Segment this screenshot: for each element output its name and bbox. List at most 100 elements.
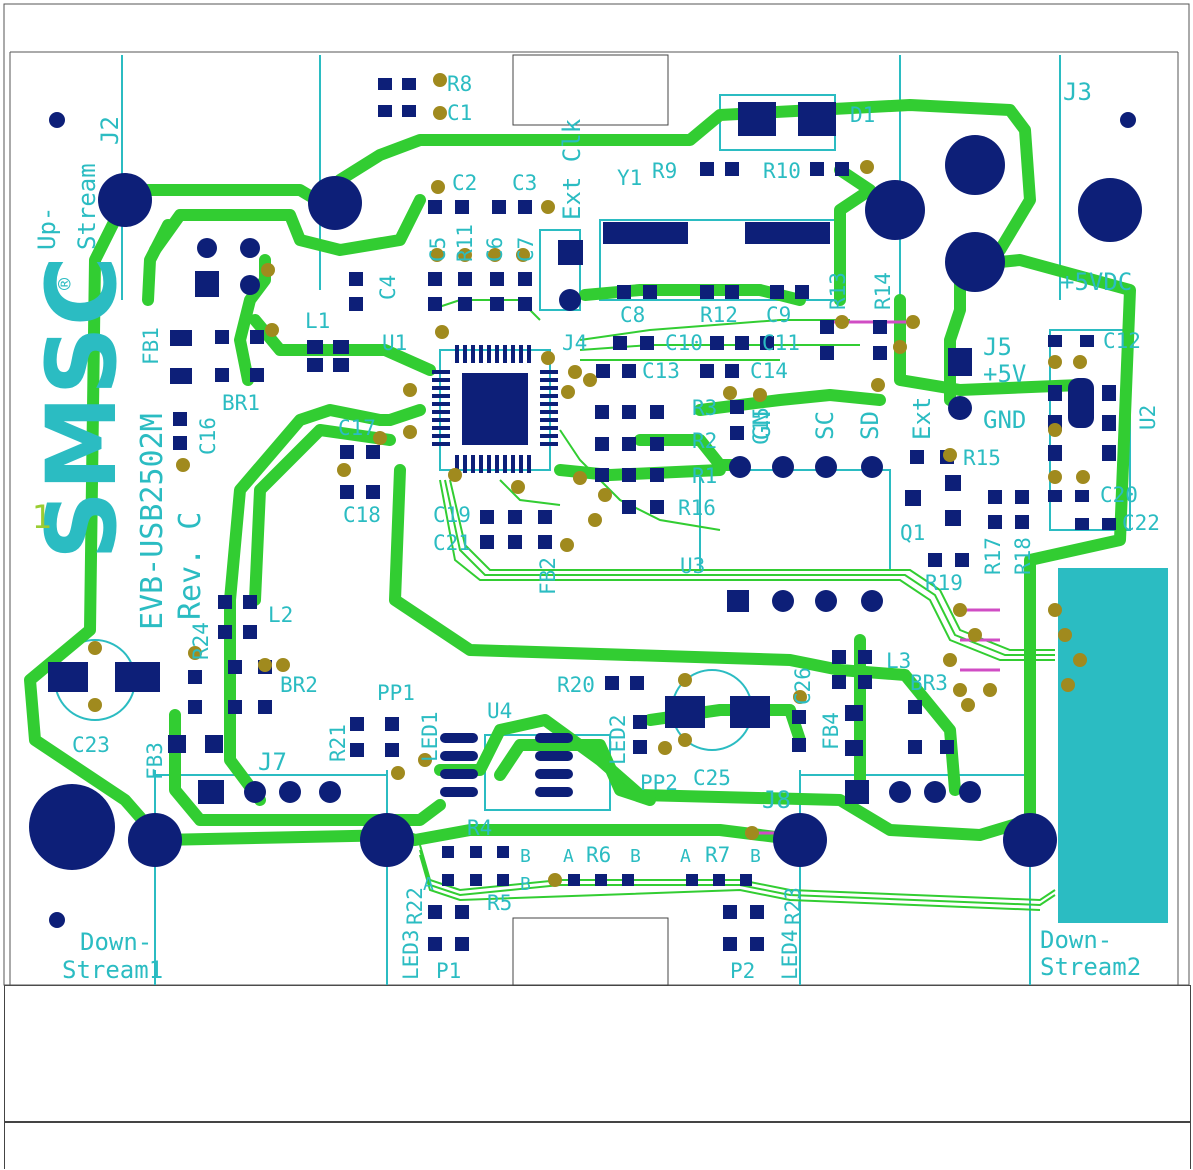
board-name: EVB-USB2502M xyxy=(135,413,170,630)
ref-q1: Q1 xyxy=(900,521,925,545)
ref-r4: R4 xyxy=(467,816,492,840)
ref-br3: BR3 xyxy=(910,671,948,695)
ref-r1: R1 xyxy=(692,464,717,488)
ref-c17: C17 xyxy=(338,416,376,440)
pin-b-4: B xyxy=(750,846,761,867)
pin-a-3: A xyxy=(680,846,691,867)
ref-c11: C11 xyxy=(762,331,800,355)
ref-fb2: FB2 xyxy=(536,557,560,595)
ref-c21: C21 xyxy=(433,531,471,555)
ref-c1: C1 xyxy=(447,101,472,125)
ref-c13: C13 xyxy=(642,359,680,383)
ref-pp2: PP2 xyxy=(640,771,678,795)
ref-p1: P1 xyxy=(436,959,461,983)
ref-r16: R16 xyxy=(678,496,716,520)
pin-b-1: B xyxy=(520,874,531,895)
ref-c12: C12 xyxy=(1103,329,1141,353)
ref-c6: C6 xyxy=(483,237,507,262)
ref-r23: R23 xyxy=(781,887,805,925)
ref-l2: L2 xyxy=(268,603,293,627)
ref-u1: U1 xyxy=(382,331,407,355)
ref-r22: R22 xyxy=(403,887,427,925)
ref-pp1: PP1 xyxy=(377,681,415,705)
ref-c23: C23 xyxy=(72,733,110,757)
ref-r10: R10 xyxy=(763,159,801,183)
ref-c7: C7 xyxy=(514,237,538,262)
label-down-stream1-b: Stream1 xyxy=(62,956,163,984)
pin-a-2: A xyxy=(563,846,574,867)
pin-a-1: A xyxy=(423,874,434,895)
ref-r15: R15 xyxy=(963,446,1001,470)
ref-r9: R9 xyxy=(652,159,677,183)
ref-c9: C9 xyxy=(766,303,791,327)
u1-chip xyxy=(432,345,558,473)
ref-r2: R2 xyxy=(692,429,717,453)
registered-mark: ® xyxy=(53,277,77,290)
ref-led2: LED2 xyxy=(606,714,630,765)
ref-j4: J4 xyxy=(562,331,587,355)
ref-u4: U4 xyxy=(487,699,512,723)
ref-r18: R18 xyxy=(1011,537,1035,575)
ref-r12: R12 xyxy=(700,303,738,327)
bottom-strip-panel xyxy=(4,1122,1191,1169)
ref-br1: BR1 xyxy=(222,391,260,415)
ref-r6: R6 xyxy=(586,843,611,867)
ref-c22: C22 xyxy=(1122,511,1160,535)
bottom-cutout xyxy=(512,917,669,986)
label-gn: GN xyxy=(748,411,776,440)
pin-b-3: B xyxy=(630,846,641,867)
ref-r21: R21 xyxy=(326,724,350,762)
label-j2: J2 xyxy=(96,116,124,145)
label-j3: J3 xyxy=(1063,78,1092,106)
ref-p2: P2 xyxy=(730,959,755,983)
ref-fb1: FB1 xyxy=(139,327,163,365)
ref-c25: C25 xyxy=(693,766,731,790)
ref-r3: R3 xyxy=(692,396,717,420)
ref-c19: C19 xyxy=(433,503,471,527)
ref-u3: U3 xyxy=(680,554,705,578)
ref-c5: C5 xyxy=(426,237,450,262)
ref-c18: C18 xyxy=(343,503,381,527)
ref-c16: C16 xyxy=(196,417,220,455)
ref-c8: C8 xyxy=(620,303,645,327)
vias xyxy=(88,73,1090,887)
label-sd: SD xyxy=(856,411,884,440)
ref-r5: R5 xyxy=(487,891,512,915)
label-down-stream2-a: Down- xyxy=(1040,926,1112,954)
ref-r13: R13 xyxy=(826,272,850,310)
ref-c20: C20 xyxy=(1100,483,1138,507)
ref-c14: C14 xyxy=(750,359,788,383)
ref-r24: R24 xyxy=(189,622,213,660)
ref-u2: U2 xyxy=(1136,405,1160,430)
ref-br2: BR2 xyxy=(280,673,318,697)
ref-r11: R11 xyxy=(453,224,477,262)
ref-r7: R7 xyxy=(705,843,730,867)
ref-r19: R19 xyxy=(925,571,963,595)
ref-fb3: FB3 xyxy=(143,742,167,780)
label-vdc: +5VDC xyxy=(1060,268,1132,296)
label-ext: Ext xyxy=(908,397,936,440)
ref-y1: Y1 xyxy=(617,166,642,190)
ref-r14: R14 xyxy=(871,272,895,310)
ref-l3: L3 xyxy=(886,649,911,673)
ref-r8: R8 xyxy=(447,72,472,96)
ref-l1: L1 xyxy=(305,309,330,333)
label-up-stream-1: Up- xyxy=(33,207,61,250)
board-revision: Rev. C xyxy=(173,512,208,620)
label-plus5v: +5V xyxy=(983,360,1026,388)
label-down-stream1-a: Down- xyxy=(80,928,152,956)
ref-fb4: FB4 xyxy=(819,712,843,750)
label-ext-clk: Ext Clk xyxy=(558,118,586,220)
u4-chip xyxy=(440,733,573,797)
ref-c10: C10 xyxy=(665,331,703,355)
edge-connector-block xyxy=(1058,568,1168,923)
top-cutout xyxy=(512,54,669,126)
ref-d1: D1 xyxy=(850,103,875,127)
label-down-stream2-b: Stream2 xyxy=(1040,953,1141,981)
label-j5: J5 xyxy=(983,333,1012,361)
label-sc: SC xyxy=(811,411,839,440)
ref-c4: C4 xyxy=(376,275,400,300)
ref-r20: R20 xyxy=(557,673,595,697)
label-j8: J8 xyxy=(762,786,791,814)
smsc-logo: SMSC xyxy=(26,256,138,560)
